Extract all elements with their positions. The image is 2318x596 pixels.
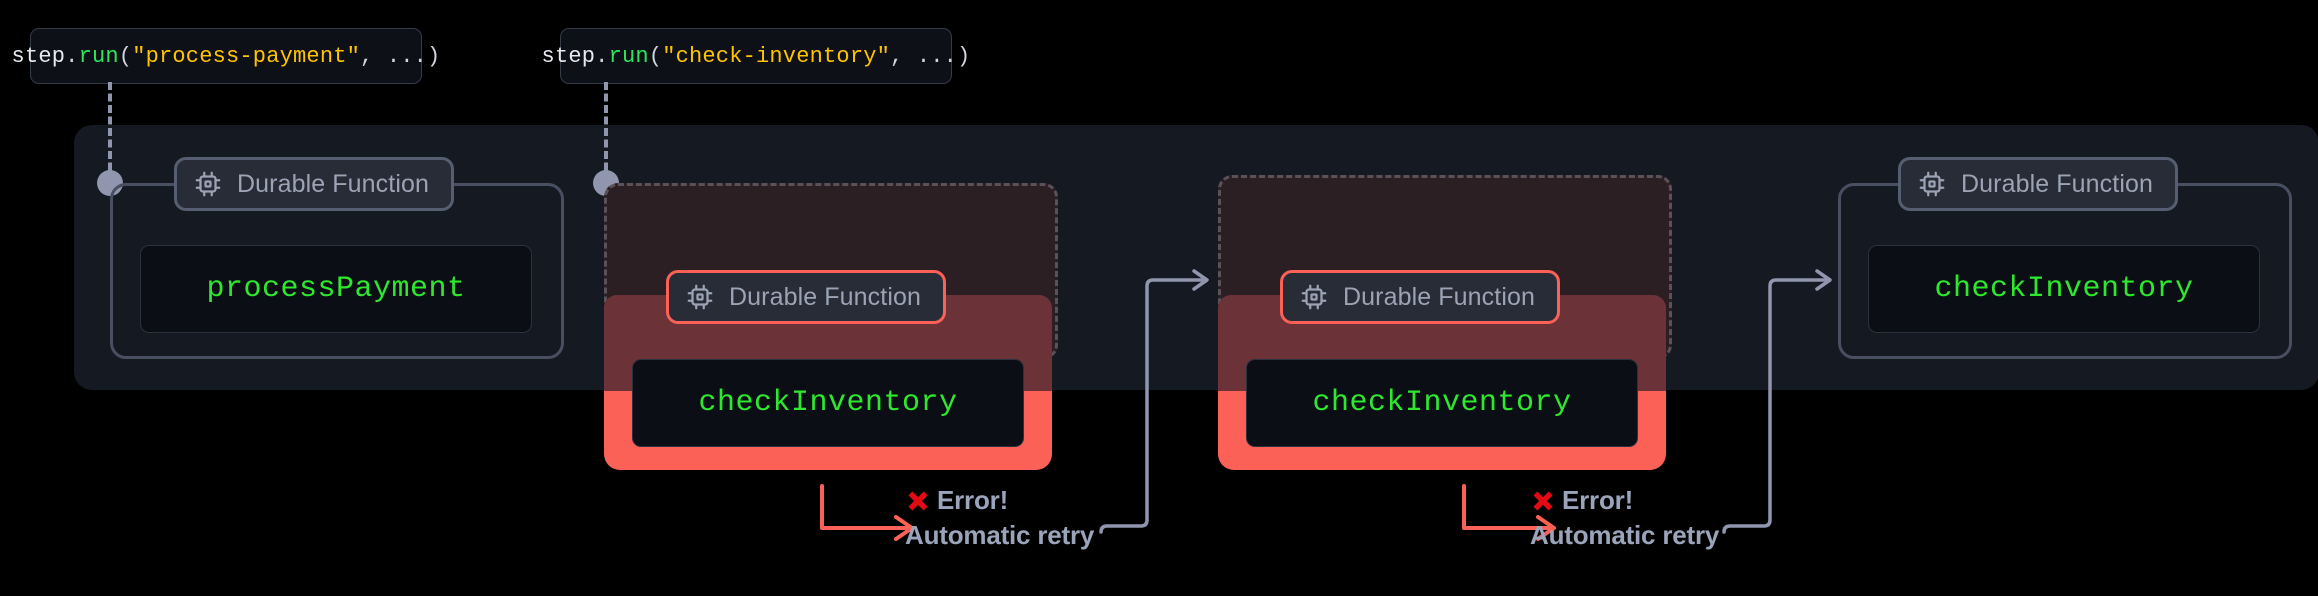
step-2-durable-function-pill[interactable]: Durable Function [666,270,946,324]
callout-1-connector [108,82,112,182]
callout-1-method: run [78,43,119,69]
step-3-pill-label: Durable Function [1343,282,1535,311]
callout-1-rest: , ...) [360,43,441,69]
step-4-function-name: checkInventory [1934,272,2194,306]
step-4-pill-label: Durable Function [1961,169,2153,198]
red-x-icon [908,491,928,510]
error-1-annotation: Error! Automatic retry [905,485,1094,551]
callout-1-open: ( [118,43,133,69]
cpu-chip-icon [1919,171,1945,197]
callout-1-arg: "process-payment" [132,43,361,69]
error-1-headline: Error! [905,485,1094,516]
step-3-function-name: checkInventory [1312,386,1572,420]
step-3-to-step-4-edge [1722,269,1832,534]
red-x-icon [1533,491,1553,510]
step-2-code-plate[interactable]: checkInventory [632,359,1024,447]
step-3-retry-arrow [1462,484,1556,541]
error-2-subtitle: Automatic retry [1530,520,1720,550]
step-1-code-plate[interactable]: processPayment [140,245,532,333]
step-3-code-plate[interactable]: checkInventory [1246,359,1638,447]
callout-process-payment[interactable]: step.run("process-payment", ...) [12,28,440,84]
callout-check-inventory[interactable]: step.run("check-inventory", ...) [542,28,970,84]
cpu-chip-icon [1301,284,1327,310]
error-2-headline: Error! [1530,485,1719,516]
callout-2-dot: . [595,43,609,69]
cpu-chip-icon [687,284,713,310]
step-2-pill-label: Durable Function [729,282,921,311]
step-4-code-plate[interactable]: checkInventory [1868,245,2260,333]
callout-2-method: run [608,43,649,69]
callout-2-open: ( [648,43,663,69]
step-1-function-name: processPayment [206,272,466,306]
error-1-title: Error! [937,485,1009,515]
step-3-durable-function-pill[interactable]: Durable Function [1280,270,1560,324]
error-2-annotation: Error! Automatic retry [1530,485,1719,551]
error-1-subtitle: Automatic retry [905,520,1095,550]
callout-2-arg: "check-inventory" [662,43,891,69]
step-2-function-name: checkInventory [698,386,958,420]
step-1-durable-function-pill[interactable]: Durable Function [174,157,454,211]
callout-2-connector [604,82,608,182]
callout-2-object: step [541,43,596,69]
cpu-chip-icon [195,171,221,197]
callout-2-rest: , ...) [890,43,971,69]
callout-1-dot: . [65,43,79,69]
step-4-durable-function-pill[interactable]: Durable Function [1898,157,2178,211]
callout-1-object: step [11,43,66,69]
error-2-title: Error! [1562,485,1634,515]
step-1-pill-label: Durable Function [237,169,429,198]
step-2-retry-arrow [820,484,914,541]
step-2-to-step-3-edge [1099,269,1209,534]
